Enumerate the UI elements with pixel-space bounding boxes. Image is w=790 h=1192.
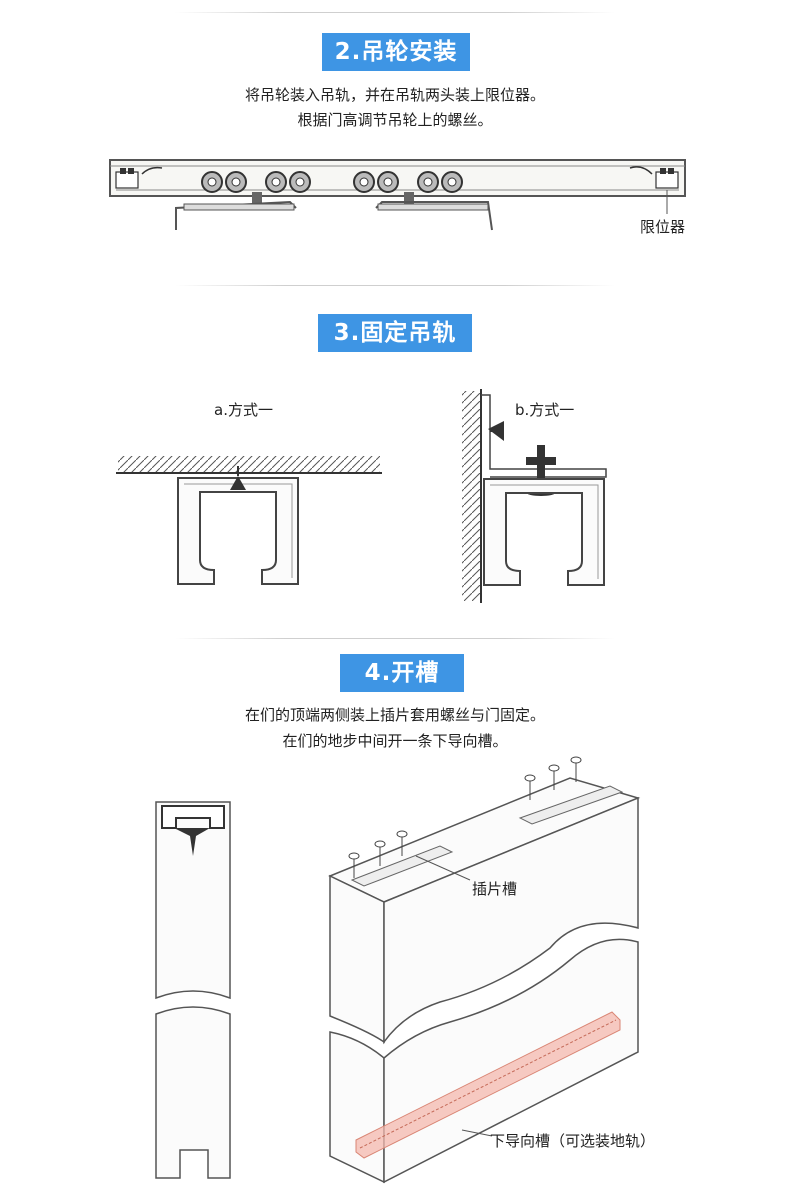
section-2-line-2: 根据门高调节吊轮上的螺丝。 [297,111,493,129]
section-3-title: 3.固定吊轨 [318,314,472,352]
wheel-set-right [353,171,463,204]
divider-top [175,12,615,13]
section-2-title: 2.吊轮安装 [322,33,470,71]
bottom-slot-label: 下导向槽（可选装地轨） [490,1132,656,1150]
divider-1 [175,285,615,286]
section-2-line-1: 将吊轮装入吊轨，并在吊轨两头装上限位器。 [244,86,545,104]
left-limiter [115,166,163,189]
limiter-label: 限位器 [640,218,686,236]
hanging-rail-diagram [109,159,686,231]
section-4-line-2: 在们的地步中间开一条下导向槽。 [282,732,508,750]
divider-2 [175,638,615,639]
section-4-title: 4.开槽 [340,654,464,692]
door-3d-view [328,756,641,1184]
option-b-label: b.方式一 [515,401,575,419]
wheel-set-left [201,171,311,204]
top-slot-label: 插片槽 [472,880,518,898]
option-a-label: a.方式一 [214,401,273,419]
wall-mount-diagram [462,389,607,603]
door-side-profile [155,801,231,1179]
ceiling-mount-diagram [116,456,382,585]
section-4-line-1: 在们的顶端两侧装上插片套用螺丝与门固定。 [244,706,545,724]
right-limiter [629,166,679,189]
